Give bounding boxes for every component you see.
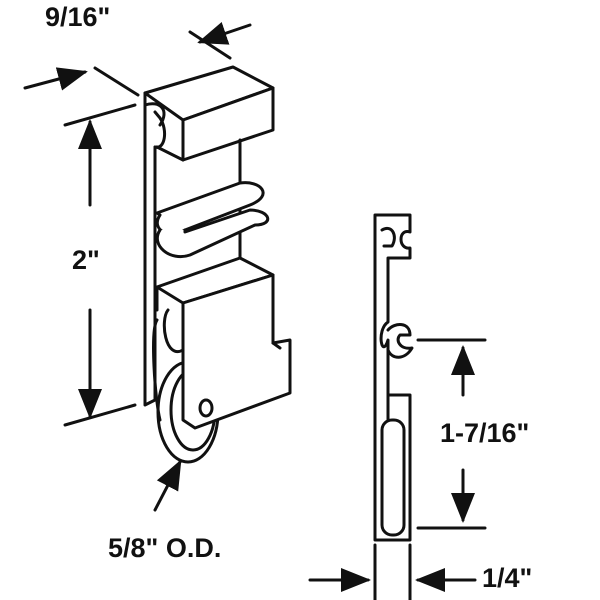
label-wheel-diameter: 5/8" O.D. bbox=[108, 533, 222, 563]
dim-height bbox=[63, 103, 137, 427]
label-thickness: 1/4" bbox=[482, 563, 533, 593]
dim-side-height bbox=[416, 338, 487, 530]
roller-side-view bbox=[373, 213, 414, 542]
middle-clip bbox=[155, 181, 265, 236]
dim-thickness bbox=[308, 543, 477, 600]
dim-width bbox=[23, 21, 252, 97]
roller-iso-view bbox=[143, 65, 292, 464]
label-width: 9/16" bbox=[45, 2, 111, 32]
label-height: 2" bbox=[72, 245, 100, 275]
wheel-leader bbox=[153, 459, 182, 512]
axle-hole bbox=[198, 398, 214, 418]
label-side-height: 1-7/16" bbox=[440, 418, 530, 448]
